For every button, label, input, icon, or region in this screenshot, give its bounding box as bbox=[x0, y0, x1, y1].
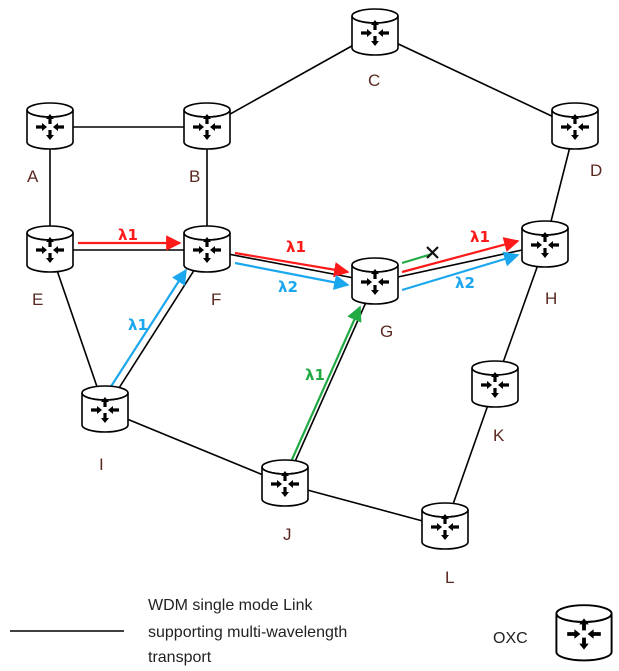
lightpath-red-g-h bbox=[401, 237, 520, 274]
lambda-label-g-h-blue: λ2 bbox=[455, 274, 475, 292]
node-labels: A B C D E F G H I J K L bbox=[27, 71, 602, 587]
oxc-icon-k[interactable] bbox=[471, 360, 519, 408]
oxc-icon-g[interactable] bbox=[351, 257, 399, 305]
node-label-j: J bbox=[283, 525, 292, 544]
oxc-icon-c[interactable] bbox=[351, 8, 399, 56]
lambda-label-i-f: λ1 bbox=[128, 316, 148, 334]
node-label-k: K bbox=[493, 426, 505, 445]
lightpath-blue-f-g bbox=[234, 261, 350, 290]
node-label-g: G bbox=[380, 322, 393, 341]
link-j-l bbox=[284, 483, 446, 528]
lightpath-green-g-h bbox=[401, 252, 433, 265]
node-label-f: F bbox=[211, 290, 221, 309]
links-layer bbox=[49, 32, 576, 528]
node-label-c: C bbox=[368, 71, 380, 90]
lambda-label-f-g-red: λ1 bbox=[286, 238, 306, 256]
lightpath-green-j-g bbox=[288, 305, 362, 465]
link-c-d bbox=[374, 32, 576, 128]
oxc-icon-j[interactable] bbox=[261, 459, 309, 507]
oxc-icon-d[interactable] bbox=[551, 102, 599, 150]
oxc-icon-h[interactable] bbox=[521, 220, 569, 268]
lightpath-blue-i-f bbox=[109, 268, 187, 389]
oxc-icon-a[interactable] bbox=[26, 102, 74, 150]
lambda-label-f-g-blue: λ2 bbox=[278, 278, 298, 296]
oxc-icon-e[interactable] bbox=[26, 225, 74, 273]
link-i-j bbox=[104, 409, 286, 485]
lambda-label-e-f: λ1 bbox=[118, 226, 138, 244]
legend-oxc-text: OXC bbox=[493, 630, 528, 647]
blocked-x-icon bbox=[426, 246, 439, 259]
oxc-icon-b[interactable] bbox=[183, 102, 231, 150]
lightpath-blue-g-h bbox=[401, 251, 520, 292]
lightpaths-layer bbox=[78, 235, 520, 465]
oxc-icon-i[interactable] bbox=[81, 385, 129, 433]
link-e-i bbox=[49, 249, 106, 411]
node-label-e: E bbox=[32, 290, 43, 309]
node-label-i: I bbox=[99, 455, 104, 474]
link-f-i bbox=[104, 249, 208, 411]
node-label-h: H bbox=[545, 289, 557, 308]
link-g-j bbox=[284, 281, 376, 485]
node-label-l: L bbox=[445, 568, 454, 587]
wavelength-labels: λ1 λ1 λ2 λ1 λ2 λ1 λ1 bbox=[118, 226, 490, 384]
lambda-label-j-g: λ1 bbox=[305, 366, 325, 384]
oxc-icon-l[interactable] bbox=[421, 502, 469, 550]
legend-oxc-icon bbox=[555, 604, 613, 662]
legend-link-text-line3: transport bbox=[148, 649, 212, 666]
link-b-c bbox=[206, 32, 376, 128]
legend-link-text-line2: supporting multi-wavelength bbox=[148, 624, 347, 641]
oxc-icon-f[interactable] bbox=[183, 225, 231, 273]
node-label-d: D bbox=[590, 161, 602, 180]
legend-link-text-line1: WDM single mode Link bbox=[148, 597, 314, 614]
lightpath-red-f-g bbox=[234, 251, 350, 278]
lambda-label-g-h-red: λ1 bbox=[470, 228, 490, 246]
node-label-b: B bbox=[189, 167, 200, 186]
node-label-a: A bbox=[27, 167, 39, 186]
legend: WDM single mode Link supporting multi-wa… bbox=[10, 597, 613, 666]
